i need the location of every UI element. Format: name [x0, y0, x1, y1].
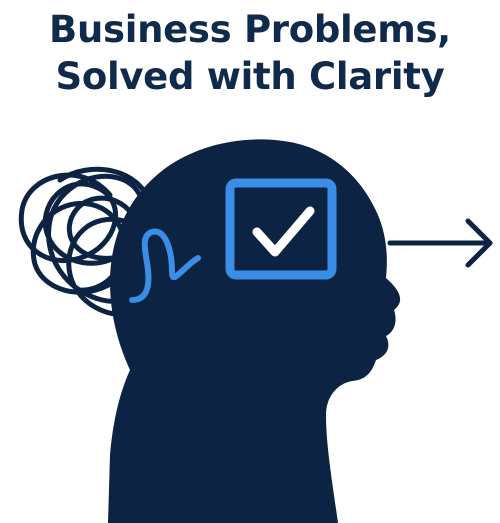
headline-line-1: Business Problems, [49, 8, 451, 51]
arrow-right-icon [387, 218, 493, 268]
thought-strand [129, 228, 201, 303]
checkbox-checked-icon [225, 178, 337, 280]
headline: Business Problems, Solved with Clarity [0, 6, 500, 100]
headline-line-2: Solved with Clarity [55, 55, 445, 98]
head-silhouette-icon [108, 139, 401, 523]
scribble-tangle-icon [18, 166, 165, 318]
